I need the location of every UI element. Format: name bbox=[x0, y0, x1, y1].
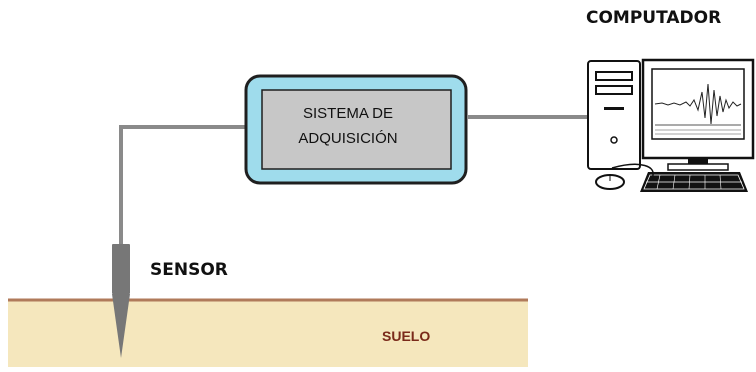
acquisition-label-line-2: ADQUISICIÓN bbox=[298, 130, 398, 147]
seismic-signal-icon bbox=[654, 83, 742, 125]
ground-label: SUELO bbox=[382, 328, 431, 344]
computer-label: COMPUTADOR bbox=[586, 8, 722, 28]
mouse-icon bbox=[595, 163, 654, 190]
acquisition-label-line-1: SISTEMA DE bbox=[302, 105, 394, 122]
computer-tower-icon bbox=[587, 60, 641, 170]
sensor-cable bbox=[119, 125, 248, 248]
sensor-probe bbox=[112, 244, 130, 358]
monitor-icon bbox=[641, 58, 755, 171]
acquisition-system-box bbox=[244, 74, 468, 185]
sensor-label: SENSOR bbox=[150, 260, 228, 280]
keyboard-icon bbox=[640, 172, 748, 192]
ground-area bbox=[8, 300, 528, 367]
acquisition-system-label: SISTEMA DE ADQUISICIÓN bbox=[262, 101, 434, 151]
